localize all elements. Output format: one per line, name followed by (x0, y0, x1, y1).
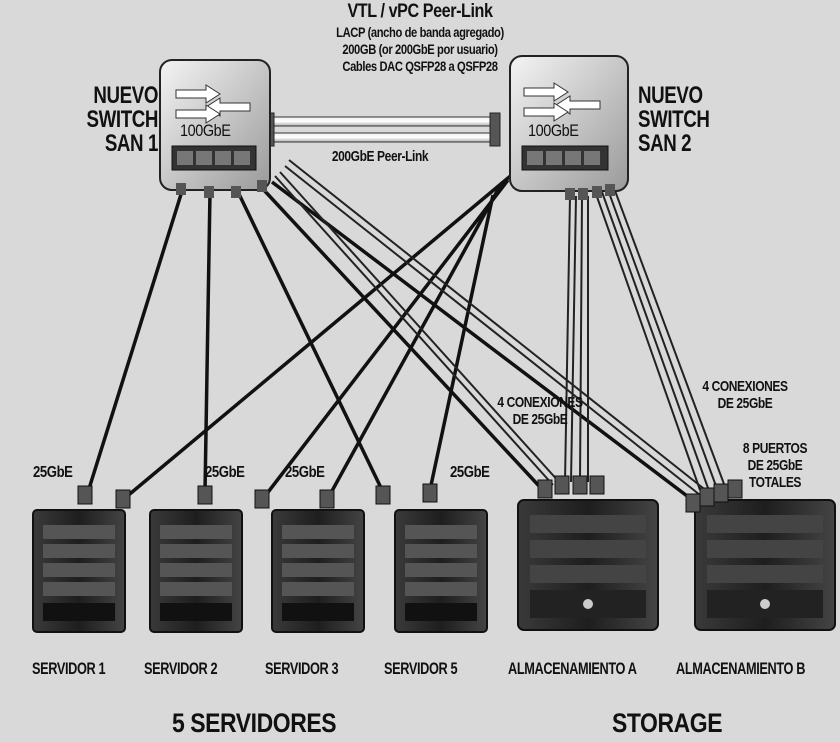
switch1-title-line1: NUEVO (93, 82, 158, 109)
storage-b-label: ALMACENAMIENTO B (676, 659, 806, 678)
server-1-label: SERVIDOR 1 (32, 659, 106, 678)
speed-label-1: 25GbE (33, 464, 73, 481)
switch2-title-line2: SWITCH (638, 106, 710, 133)
storage-a (517, 475, 659, 631)
note-b-line1: 4 CONEXIONES (702, 378, 788, 395)
switch2-title-line3: SAN 2 (638, 130, 692, 157)
note-a-line1: 4 CONEXIONES (497, 394, 583, 411)
speed-label-2: 25GbE (205, 464, 245, 481)
peer-link-title: VTL / vPC Peer-Link (347, 1, 493, 22)
switch-san2 (509, 55, 629, 200)
servers-group-label: 5 SERVIDORES (172, 708, 337, 738)
cable-sw2-srv1b (123, 166, 522, 500)
peer-link-line3: Cables DAC QSFP28 a QSFP28 (342, 58, 498, 74)
peer-link-label: 200GbE Peer-Link (331, 148, 429, 165)
peer-link (263, 112, 501, 147)
server-2-label: SERVIDOR 2 (144, 659, 218, 678)
server-2 (149, 485, 270, 633)
switch-san1 (159, 59, 271, 198)
ports-note: 8 PUERTOS DE 25GbE TOTALES (731, 440, 819, 491)
note-b-line2: DE 25GbE (717, 395, 773, 412)
arrows-icon (523, 82, 601, 122)
switch1-speed: 100GbE (180, 121, 231, 140)
cable-sw2-srv2b (260, 178, 510, 502)
ports-line2: DE 25GbE (747, 457, 803, 474)
switch1-title-line2: SWITCH (86, 106, 159, 133)
switch1-title: NUEVO SWITCH SAN 1 (50, 82, 159, 157)
cable-sw2-srv3 (325, 185, 502, 501)
link-cables (86, 166, 697, 504)
storage-b (685, 479, 836, 631)
cable-sw1-stB (270, 180, 697, 504)
note-a-line2: DE 25GbE (512, 411, 568, 428)
switch2-speed: 100GbE (528, 121, 579, 140)
storage-a-label: ALMACENAMIENTO A (508, 659, 637, 678)
switch2-title-line1: NUEVO (638, 82, 703, 109)
ports-line3: TOTALES (748, 474, 802, 491)
ports-line1: 8 PUERTOS (742, 440, 808, 457)
server-5-label: SERVIDOR 5 (384, 659, 458, 678)
switch1-title-line3: SAN 1 (104, 130, 159, 157)
server-3-label: SERVIDOR 3 (265, 659, 339, 678)
storage-b-connections-note: 4 CONEXIONES DE 25GbE (689, 378, 801, 412)
double-cables (274, 159, 725, 496)
arrows-icon (175, 84, 251, 124)
storage-group-label: STORAGE (612, 708, 723, 738)
speed-label-4: 25GbE (450, 464, 490, 481)
speed-label-3: 25GbE (285, 464, 325, 481)
peer-link-line1: LACP (ancho de banda agregado) (336, 24, 504, 40)
cable-sw1-stA (260, 186, 542, 489)
storage-a-connections-note: 4 CONEXIONES DE 25GbE (484, 394, 596, 428)
switch2-title: NUEVO SWITCH SAN 2 (638, 84, 747, 156)
cable-sw1-srv1 (86, 187, 185, 493)
server-1 (32, 485, 131, 633)
cable-sw2-srv5b (428, 194, 495, 491)
server-5 (394, 483, 488, 633)
peer-link-line2: 200GB (or 200GbE por usuario) (342, 41, 498, 57)
cable-sw1-srv2 (203, 191, 212, 493)
server-3 (271, 485, 391, 633)
